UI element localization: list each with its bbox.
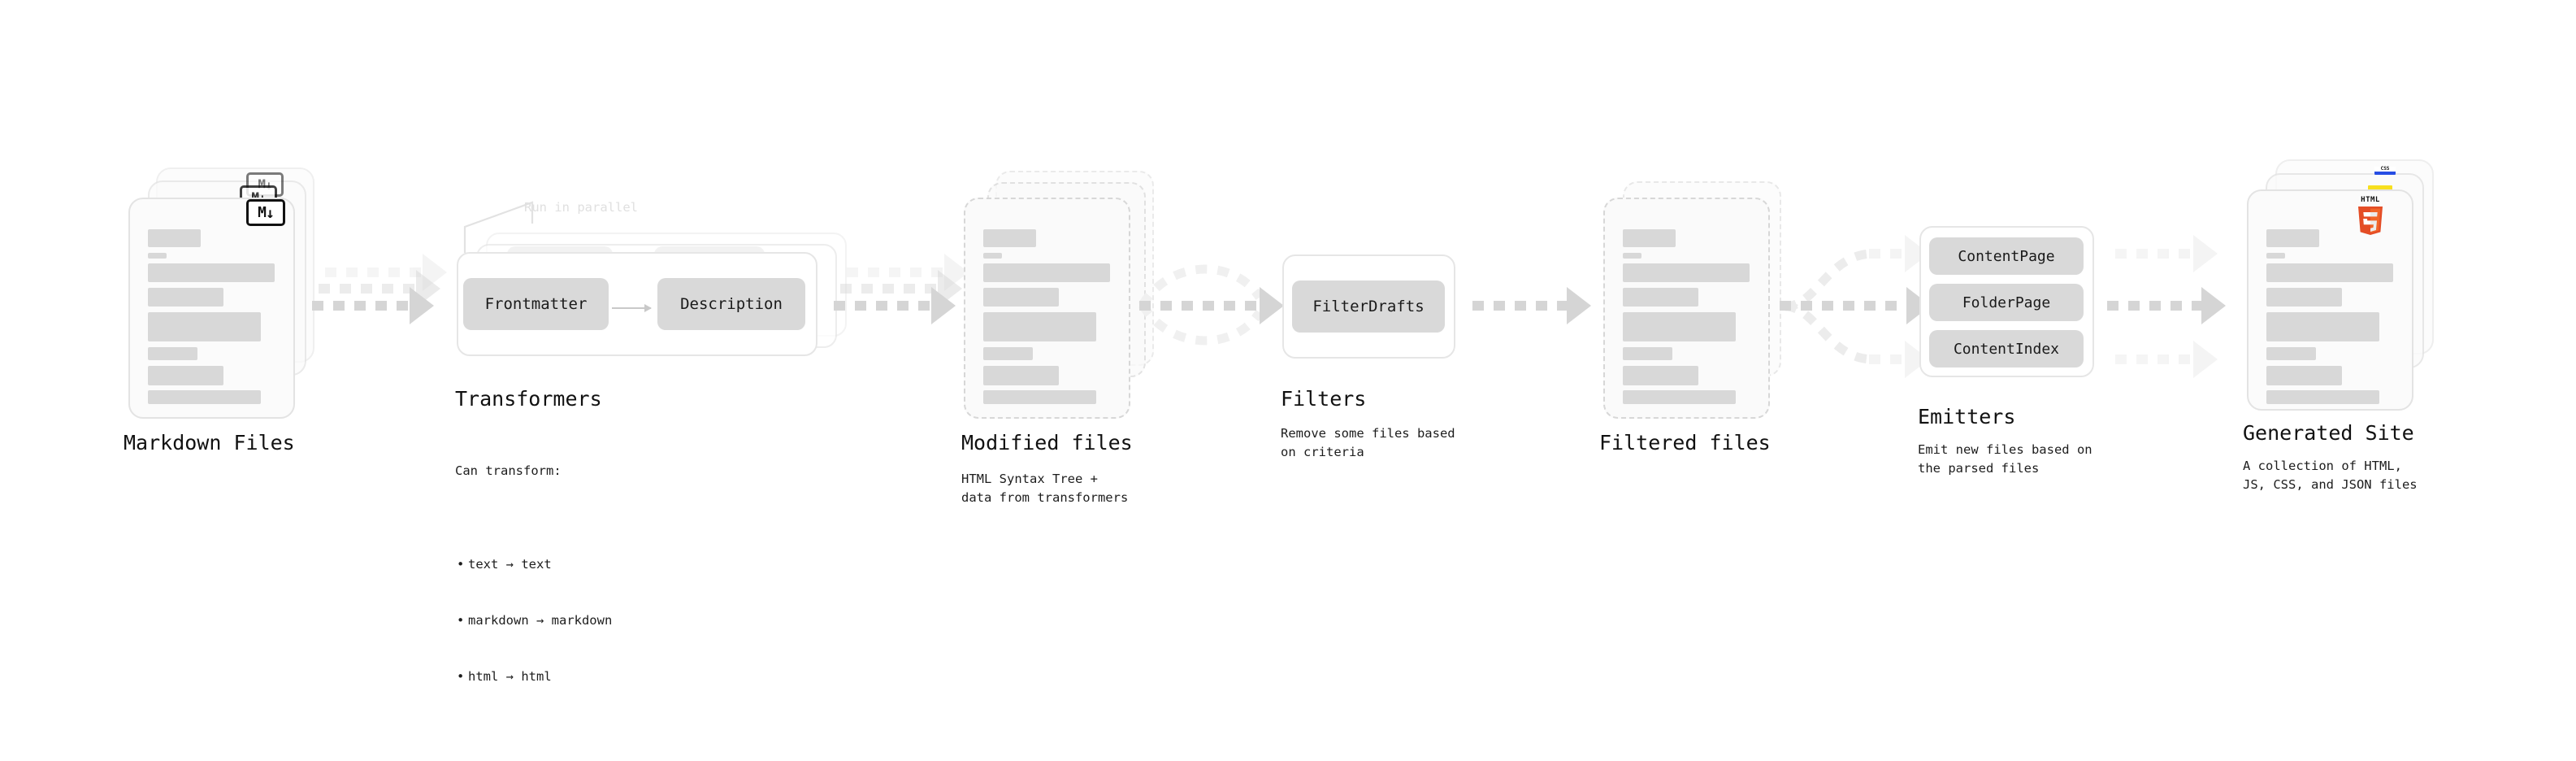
connector-dash-layer-1	[1472, 287, 1602, 324]
skeleton-bar	[983, 366, 1059, 385]
stage-subtitle-filters: Remove some files based on criteria	[1281, 426, 1455, 459]
emitter-item-contentpage[interactable]: ContentPage	[1929, 237, 2084, 275]
modified-file-card-front	[964, 198, 1130, 419]
skeleton-bar	[983, 347, 1033, 360]
markdown-badge-arrow-back: ↓	[265, 179, 273, 192]
skeleton-bar	[983, 253, 1002, 259]
connector-dash-layer-1	[312, 287, 446, 324]
skeleton-bar	[1623, 390, 1736, 404]
skeleton-bar	[148, 288, 223, 307]
connector-curve-decoration	[1138, 264, 1264, 346]
markdown-badge: M↓	[246, 199, 285, 226]
transformer-item-description[interactable]: Description	[657, 278, 805, 330]
html5-badge-label: HTML	[2361, 196, 2380, 204]
site-file-card-front	[2247, 189, 2413, 411]
skeleton-bar	[2266, 263, 2393, 282]
css-badge: CSS	[2374, 167, 2396, 175]
stage-title-filtered-files: Filtered files	[1599, 431, 1771, 454]
skeleton-bar	[2266, 347, 2316, 360]
html5-badge: HTML	[2357, 197, 2384, 236]
skeleton-bar	[148, 312, 261, 341]
skeleton-bar	[983, 288, 1059, 307]
connector-parallel-mid	[2107, 287, 2237, 324]
connector-dash-layer-1	[834, 287, 968, 324]
skeleton-bar	[1623, 366, 1698, 385]
skeleton-bar	[1623, 288, 1698, 307]
skeleton-bar	[1623, 347, 1672, 360]
emitter-item-folderpage[interactable]: FolderPage	[1929, 284, 2084, 321]
run-in-parallel-label: Run in parallel	[524, 200, 638, 215]
skeleton-bar	[1623, 312, 1736, 341]
skeleton-bar	[1623, 253, 1641, 259]
css-badge-label: CSS	[2374, 167, 2396, 172]
skeleton-bar	[2266, 390, 2379, 404]
markdown-file-card-front	[128, 198, 295, 419]
skeleton-bar	[2266, 229, 2319, 247]
skeleton-bar	[983, 312, 1096, 341]
markdown-badge-letter-back: M	[258, 176, 266, 192]
skeleton-bar	[148, 263, 275, 282]
diagram-canvas: M↓ M↓ M↓ Markdown Files	[0, 0, 2576, 681]
stage-title-generated-site: Generated Site	[2243, 421, 2414, 445]
skeleton-bar	[1623, 263, 1750, 282]
skeleton-bar	[2266, 288, 2342, 307]
skeleton-bar	[148, 253, 167, 259]
filter-item-filterdrafts[interactable]: FilterDrafts	[1292, 280, 1445, 333]
skeleton-bar	[983, 390, 1096, 404]
skeleton-bar	[148, 229, 201, 247]
skeleton-bar	[983, 263, 1110, 282]
skeleton-bar	[148, 390, 261, 404]
transformer-item-frontmatter[interactable]: Frontmatter	[463, 278, 609, 330]
markdown-badge-letter-mid: M	[251, 191, 259, 204]
transformers-bullet-1: markdown → markdown	[457, 611, 612, 630]
stage-subtitle-transformers: Can transform: text → text markdown → ma…	[455, 424, 612, 761]
connector-branch-mid	[1780, 287, 1942, 324]
skeleton-bar	[148, 366, 223, 385]
connector-dash-layer-1	[1139, 287, 1294, 324]
stage-subtitle-generated-site: A collection of HTML, JS, CSS, and JSON …	[2243, 459, 2418, 492]
html5-shield-icon	[2358, 207, 2383, 235]
skeleton-bar	[1623, 229, 1676, 247]
stage-subtitle-emitters: Emit new files based on the parsed files	[1918, 442, 2092, 476]
stage-title-filters: Filters	[1281, 387, 1367, 411]
transformers-lead: Can transform:	[455, 463, 562, 478]
filtered-file-card-front	[1603, 198, 1770, 419]
stage-title-modified-files: Modified files	[961, 431, 1133, 454]
markdown-badge-letter: M	[258, 203, 267, 221]
stage-title-emitters: Emitters	[1918, 405, 2016, 428]
skeleton-bar	[983, 229, 1036, 247]
stage-subtitle-modified-files: HTML Syntax Tree + data from transformer…	[961, 472, 1129, 505]
skeleton-bar	[2266, 312, 2379, 341]
skeleton-bar	[2266, 253, 2285, 259]
skeleton-bar	[148, 347, 197, 360]
transformers-bullet-2: html → html	[457, 668, 612, 686]
transformer-inner-arrow	[612, 304, 652, 312]
run-in-parallel-bracket	[463, 201, 534, 253]
stage-title-markdown-files: Markdown Files	[124, 431, 295, 454]
emitter-item-contentindex[interactable]: ContentIndex	[1929, 330, 2084, 367]
connector-parallel-top	[2115, 235, 2229, 272]
transformers-bullet-0: text → text	[457, 555, 612, 574]
skeleton-bar	[2266, 366, 2342, 385]
transformers-bullet-list: text → text markdown → markdown html → h…	[455, 518, 612, 724]
stage-title-transformers: Transformers	[455, 387, 602, 411]
markdown-badge-arrow: ↓	[266, 204, 275, 222]
connector-dash-layer-3	[325, 254, 459, 291]
connector-parallel-bottom	[2115, 341, 2229, 378]
